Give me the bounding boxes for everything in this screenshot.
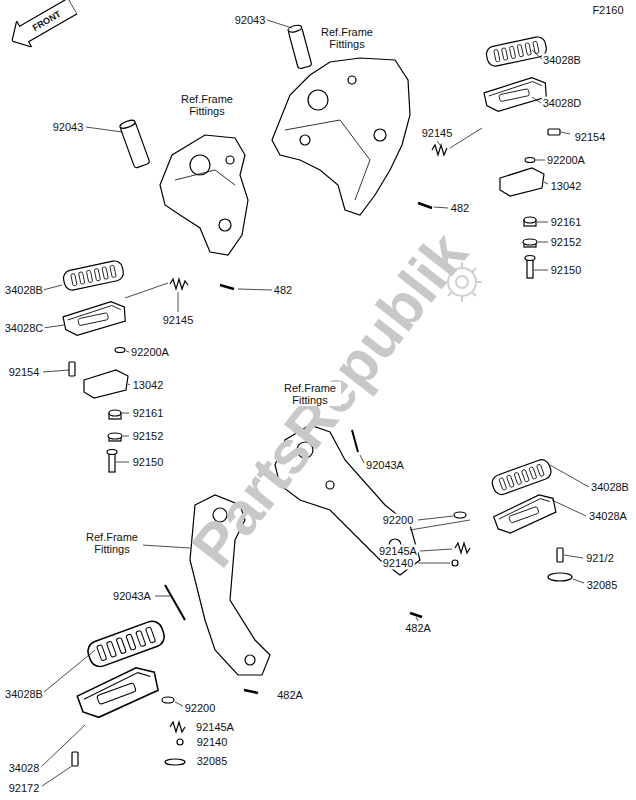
- callout-number: 921/2: [585, 552, 615, 565]
- callout-number: 92140: [382, 557, 415, 570]
- callout-number: 92140: [196, 736, 229, 749]
- reference-note: Ref.Frame Fittings: [81, 531, 143, 555]
- callout-number: 32085: [196, 755, 229, 768]
- callout-number: 92145: [162, 314, 195, 327]
- callout-number: 92043: [234, 14, 267, 27]
- direction-text: FRONT: [5, 0, 81, 54]
- callout-number: 92200: [184, 702, 217, 715]
- callout-number: 92152: [550, 236, 583, 249]
- callout-number: 92145: [421, 127, 454, 140]
- figure-code: F2160: [591, 4, 624, 17]
- callout-number: 92200A: [546, 154, 586, 167]
- callout-number: 34028B: [4, 688, 44, 701]
- reference-note: Ref.Frame Fittings: [316, 26, 378, 50]
- callout-number: 92043: [52, 121, 85, 134]
- callout-number: 92161: [132, 407, 165, 420]
- callout-number: 92154: [8, 366, 41, 379]
- callout-number: 92200A: [130, 346, 170, 359]
- direction-arrow: FRONT: [5, 0, 81, 54]
- callout-number: 92150: [132, 456, 165, 469]
- callout-number: 34028C: [4, 322, 45, 335]
- callout-number: 92043A: [112, 590, 152, 603]
- callout-number: 92152: [132, 430, 165, 443]
- callout-number: 34028B: [590, 481, 630, 494]
- reference-note: Ref.Frame Fittings: [176, 93, 238, 117]
- callout-number: 92200: [382, 514, 415, 527]
- callout-number: 13042: [132, 379, 165, 392]
- callout-number: 34028B: [542, 54, 582, 67]
- callout-number: 482: [273, 284, 293, 297]
- callout-number: 32085: [586, 579, 619, 592]
- callout-number: 92161: [550, 216, 583, 229]
- callout-number: 34028: [8, 762, 41, 775]
- callout-number: 482A: [404, 622, 432, 635]
- callout-number: 92145A: [195, 721, 235, 734]
- callout-number: 482A: [276, 689, 304, 702]
- reference-note: Ref.Frame Fittings: [279, 382, 341, 406]
- callout-number: 34028A: [588, 510, 628, 523]
- callout-number: 92172: [8, 782, 41, 795]
- callout-number: 34028D: [542, 97, 583, 110]
- callout-number: 92154: [574, 131, 607, 144]
- callout-number: 34028B: [4, 284, 44, 297]
- callout-number: 92150: [550, 264, 583, 277]
- callout-number: 13042: [550, 180, 583, 193]
- callout-number: 92043A: [365, 459, 405, 472]
- callout-number: 482: [450, 202, 470, 215]
